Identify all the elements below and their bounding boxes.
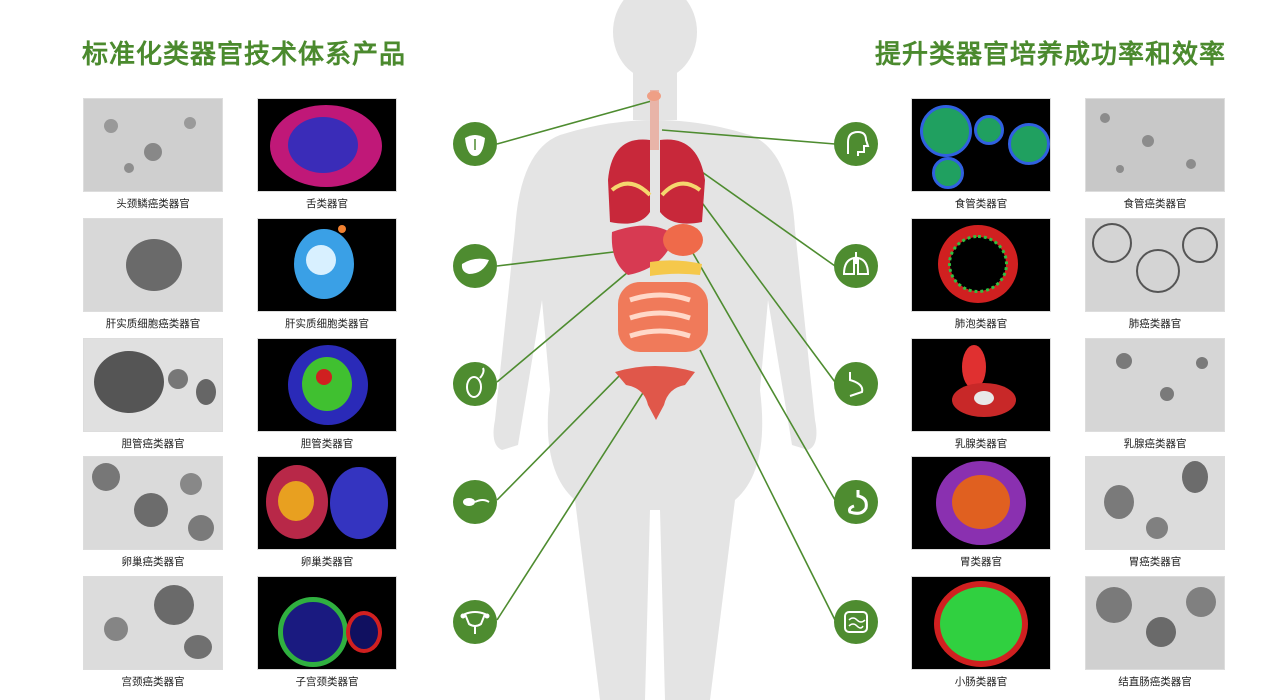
tile-left-1-5: 宫颈癌类器官: [83, 576, 223, 689]
organoid-image: [1085, 338, 1225, 432]
organoid-image: [83, 338, 223, 432]
organoid-image: [1085, 98, 1225, 192]
tile-caption: 肺癌类器官: [1128, 318, 1182, 330]
tile-left-2-4: 卵巢类器官: [257, 456, 397, 569]
tile-left-1-3: 胆管癌类器官: [83, 338, 223, 451]
organoid-image: [1085, 456, 1225, 550]
uterus-organ: [615, 366, 695, 420]
organoid-image: [83, 218, 223, 312]
tile-right-1-1: 食管类器官: [911, 98, 1051, 211]
tile-caption: 乳腺癌类器官: [1123, 438, 1187, 450]
tile-caption: 乳腺类器官: [954, 438, 1008, 450]
organoid-image: [911, 456, 1051, 550]
tile-caption: 子宫颈类器官: [295, 676, 359, 688]
liver-icon: [453, 244, 497, 288]
tile-right-1-3: 乳腺类器官: [911, 338, 1051, 451]
organoid-image: [1085, 576, 1225, 670]
tongue-icon: [453, 122, 497, 166]
organoid-image: [257, 218, 397, 312]
left-heading: 标准化类器官技术体系产品: [82, 40, 407, 70]
intestine-icon: [834, 600, 878, 644]
tile-right-2-3: 乳腺癌类器官: [1085, 338, 1225, 451]
tile-right-2-5: 结直肠癌类器官: [1085, 576, 1225, 689]
tile-left-2-1: 舌类器官: [257, 98, 397, 211]
tile-caption: 肝实质细胞类器官: [285, 318, 369, 330]
tile-caption: 胃癌类器官: [1128, 556, 1182, 568]
tile-caption: 头颈鳞癌类器官: [116, 198, 190, 210]
tile-left-1-1: 头颈鳞癌类器官: [83, 98, 223, 211]
organoid-image: [911, 338, 1051, 432]
tile-caption: 卵巢类器官: [300, 556, 354, 568]
stomach: [663, 224, 703, 256]
tile-caption: 舌类器官: [306, 198, 348, 210]
lungs-icon: [834, 244, 878, 288]
organoid-image: [257, 98, 397, 192]
tile-caption: 食管癌类器官: [1123, 198, 1187, 210]
tile-caption: 胆管癌类器官: [121, 438, 185, 450]
tile-left-1-2: 肝实质细胞癌类器官: [83, 218, 223, 331]
connector-lines: [496, 99, 836, 621]
liver: [611, 225, 675, 275]
trachea: [650, 90, 659, 150]
tile-caption: 食管类器官: [954, 198, 1008, 210]
tile-caption: 小肠类器官: [954, 676, 1008, 688]
tile-right-1-2: 肺泡类器官: [911, 218, 1051, 331]
ovary-icon: [453, 480, 497, 524]
head-throat-icon: [834, 122, 878, 166]
breast-icon: [834, 362, 878, 406]
tile-caption: 卵巢癌类器官: [121, 556, 185, 568]
right-heading: 提升类器官培养成功率和效率: [874, 40, 1226, 70]
tile-right-1-4: 胃类器官: [911, 456, 1051, 569]
gallbladder-icon: [453, 362, 497, 406]
tile-right-1-5: 小肠类器官: [911, 576, 1051, 689]
tile-right-2-2: 肺癌类器官: [1085, 218, 1225, 331]
organoid-image: [83, 576, 223, 670]
organoid-image: [1085, 218, 1225, 312]
tile-right-2-1: 食管癌类器官: [1085, 98, 1225, 211]
throat: [647, 91, 661, 101]
pancreas: [650, 260, 702, 276]
uterus-icon: [453, 600, 497, 644]
organoid-image: [911, 98, 1051, 192]
organoid-image: [257, 576, 397, 670]
tile-left-2-2: 肝实质细胞类器官: [257, 218, 397, 331]
tile-caption: 宫颈癌类器官: [121, 676, 185, 688]
tile-caption: 胆管类器官: [300, 438, 354, 450]
tile-caption: 肝实质细胞癌类器官: [105, 318, 201, 330]
tile-right-2-4: 胃癌类器官: [1085, 456, 1225, 569]
tile-caption: 胃类器官: [960, 556, 1002, 568]
organs: [608, 90, 708, 420]
tile-left-2-5: 子宫颈类器官: [257, 576, 397, 689]
organoid-image: [83, 456, 223, 550]
stomach-icon: [834, 480, 878, 524]
organoid-image: [911, 576, 1051, 670]
tile-left-2-3: 胆管类器官: [257, 338, 397, 451]
organoid-image: [257, 456, 397, 550]
tile-caption: 肺泡类器官: [954, 318, 1008, 330]
tile-caption: 结直肠癌类器官: [1118, 676, 1192, 688]
organoid-image: [911, 218, 1051, 312]
organoid-image: [257, 338, 397, 432]
organoid-image: [83, 98, 223, 192]
tile-left-1-4: 卵巢癌类器官: [83, 456, 223, 569]
